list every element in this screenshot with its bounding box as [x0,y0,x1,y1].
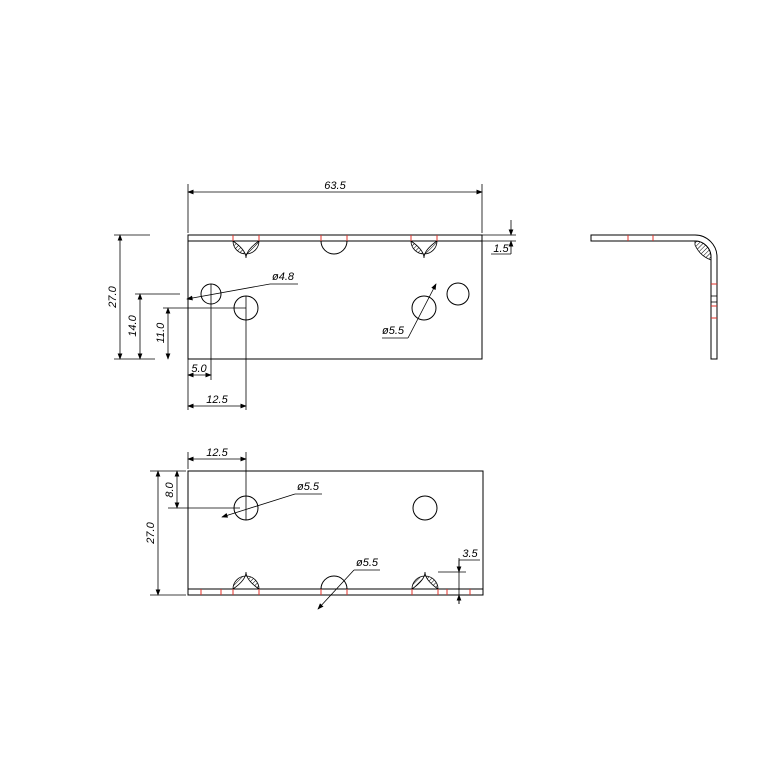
leader-line-notch-5-5 [317,569,355,610]
dim-label-hole-5-5: ø5.5 [382,325,405,337]
bottom-view: 12.5 8.0 27.0 ø5.5 ø5.5 3.5 [145,447,484,610]
dim-label-3-5: 3.5 [462,548,478,560]
bottom-hatched-notch-left [232,571,260,590]
dim-label-11: 11.0 [155,322,167,343]
front-hole-small-right [446,282,470,306]
dim-label-notch-5-5: ø5.5 [356,557,379,569]
front-hatched-notch-right [410,240,438,259]
front-notch-middle [320,240,348,255]
dim-label-height: 27.0 [107,285,119,308]
side-profile [590,234,718,360]
dim-label-12-5-bottom: 12.5 [206,447,228,459]
dim-label-5: 5.0 [191,363,207,375]
bottom-hatched-notch-right [411,571,439,590]
leader-line-4-8 [186,283,271,301]
front-hatched-notch-left [232,240,260,259]
dim-label-thickness: 1.5 [493,243,509,255]
front-view: 63.5 1.5 27.0 14.0 11.0 5.0 12.5 ø4 [107,180,516,410]
dim-label-14: 14.0 [127,314,139,336]
front-hole-large-right [411,295,437,321]
side-view [590,234,718,360]
side-bend-hatch [694,240,712,261]
bottom-notch-middle [320,575,348,590]
leader-line-bottom-5-5 [221,493,296,518]
dim-label-bottom-hole-5-5: ø5.5 [297,481,320,493]
dim-label-height-bottom: 27.0 [145,521,157,544]
leader-line-5-5 [407,283,437,339]
dim-label-12-5: 12.5 [206,394,228,406]
dim-label-width: 63.5 [324,180,346,192]
dim-label-hole-4-8: ø4.8 [272,271,295,283]
bottom-hole-right [412,495,438,521]
dim-label-8: 8.0 [164,481,176,497]
bottom-plate-outline [187,470,484,596]
